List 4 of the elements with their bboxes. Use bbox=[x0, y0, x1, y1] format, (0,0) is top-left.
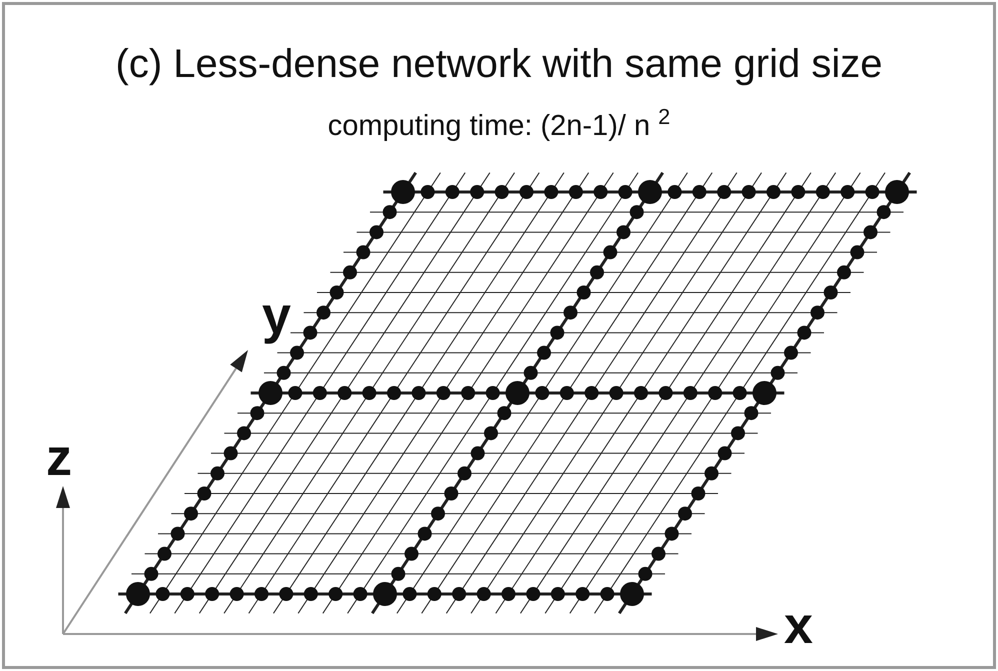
title: (c) Less-dense network with same grid size bbox=[114, 44, 884, 84]
axis-label: z bbox=[46, 432, 72, 484]
axis-label: x bbox=[784, 600, 813, 652]
axis-label: y bbox=[262, 290, 291, 342]
